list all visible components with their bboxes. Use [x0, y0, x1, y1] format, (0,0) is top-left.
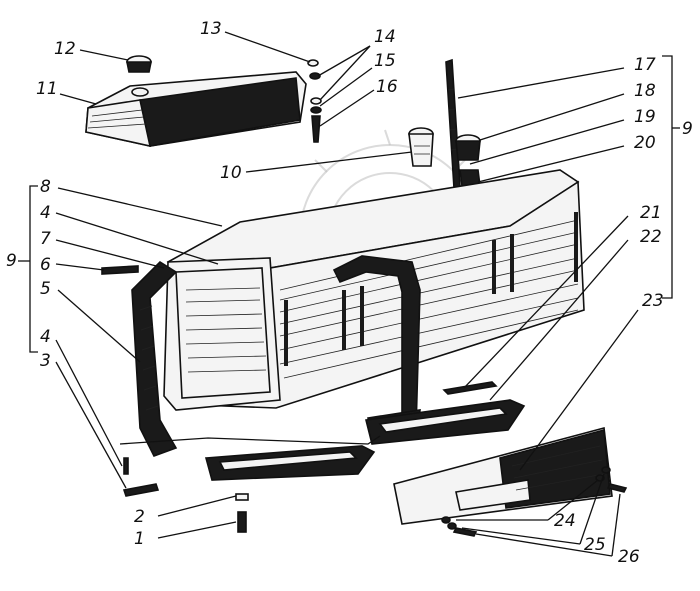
label-15: 15 [374, 51, 396, 71]
label-10: 10 [220, 163, 242, 183]
label-25: 25 [584, 535, 606, 555]
label-1: 1 [134, 529, 145, 549]
bolt-6 [101, 265, 139, 275]
label-20: 20 [634, 133, 656, 153]
label-12: 12 [54, 39, 76, 59]
label-21: 21 [640, 203, 662, 223]
label-18: 18 [634, 81, 656, 101]
toolbox-part [85, 71, 307, 148]
dipstick-part [445, 58, 461, 190]
label-4-bottom: 4 [40, 327, 51, 347]
label-23: 23 [642, 291, 664, 311]
bracket-right [365, 399, 526, 445]
fasteners-top [307, 59, 322, 143]
label-16: 16 [376, 77, 398, 97]
label-6: 6 [40, 255, 51, 275]
leader-lines [18, 31, 680, 557]
label-22: 22 [640, 227, 662, 247]
guard-plate [393, 426, 613, 525]
pin-3 [122, 483, 160, 497]
label-17: 17 [634, 55, 656, 75]
bracket-left [204, 445, 376, 481]
strainer-part [408, 127, 434, 167]
label-13: 13 [200, 19, 222, 39]
label-7: 7 [40, 229, 51, 249]
label-3: 3 [40, 351, 51, 371]
label-8: 8 [40, 177, 51, 197]
clip-4 [123, 457, 129, 475]
bolt-bottom [235, 493, 249, 533]
fasteners-bottom-right [441, 466, 628, 537]
label-9-left: 9 [6, 251, 17, 271]
label-24: 24 [554, 511, 576, 531]
label-11: 11 [36, 79, 58, 99]
label-4-top: 4 [40, 203, 51, 223]
fuel-tank [163, 169, 585, 411]
label-5: 5 [40, 279, 51, 299]
label-2: 2 [134, 507, 145, 527]
label-14: 14 [374, 27, 396, 47]
strip-part [442, 381, 498, 395]
strap-left [131, 260, 178, 457]
label-9-right: 9 [682, 119, 693, 139]
label-19: 19 [634, 107, 656, 127]
cap-part [126, 55, 152, 73]
part-labels: 13 12 11 14 15 16 17 18 19 20 9 10 8 4 7… [6, 19, 693, 567]
label-26: 26 [618, 547, 640, 567]
